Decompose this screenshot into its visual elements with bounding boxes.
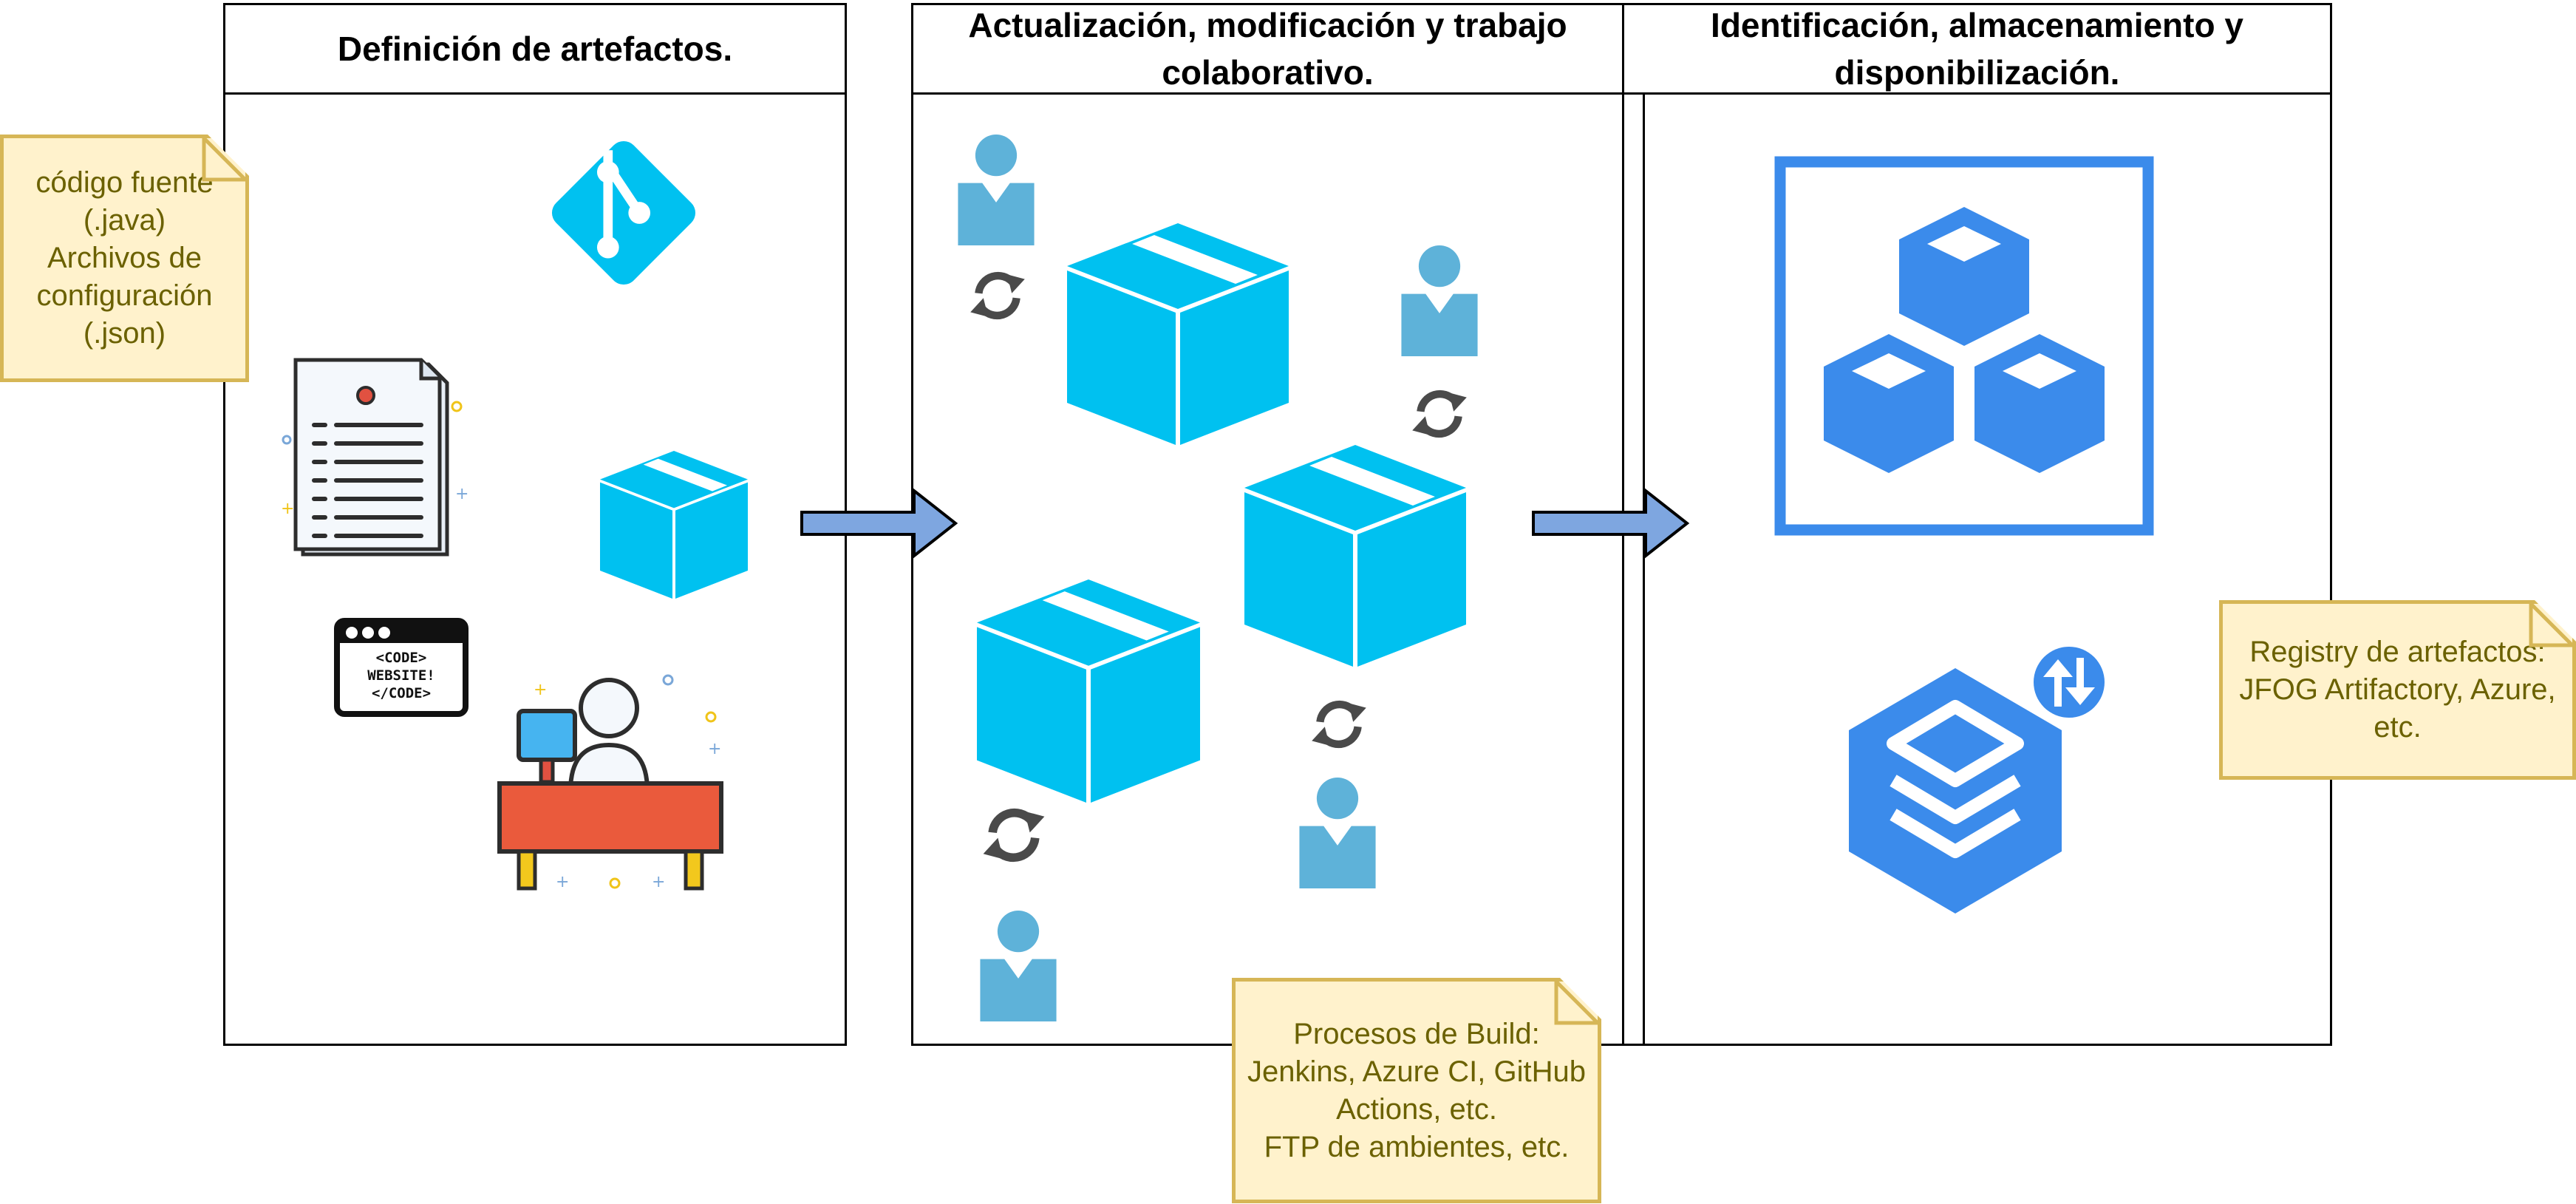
- note-build-line-2: Jenkins, Azure CI, GitHub: [1247, 1055, 1586, 1088]
- flow-arrow-1: [800, 487, 958, 560]
- code-line-3: </CODE>: [371, 685, 432, 701]
- note-source-line-1: código fuente: [35, 166, 214, 199]
- note-build-processes: Procesos de Build: Jenkins, Azure CI, Gi…: [1232, 978, 1601, 1203]
- code-window-titlebar: [340, 624, 463, 643]
- refresh-icon-3: [1309, 695, 1369, 754]
- package-box-icon-collab-left: [977, 579, 1200, 803]
- panel-collaboration-header: Actualización, modificación y trabajo co…: [913, 5, 1622, 95]
- package-box-icon-collab-right: [1244, 445, 1466, 667]
- artifact-registry-icon: [1774, 156, 2154, 536]
- note-build-line-4: FTP de ambientes, etc.: [1264, 1130, 1570, 1163]
- refresh-icon-1: [968, 266, 1027, 325]
- note-source-line-3: Archivos de: [47, 242, 202, 274]
- developer-desk-icon: + + + +: [497, 674, 723, 891]
- note-build-line-1: Procesos de Build:: [1293, 1017, 1540, 1050]
- code-line-2: WEBSITE!: [367, 667, 435, 684]
- package-box-icon: [600, 451, 748, 599]
- svg-text:+: +: [455, 485, 468, 503]
- note-source-line-5: (.json): [83, 317, 166, 350]
- refresh-icon-2: [1410, 384, 1469, 443]
- note-source-code: código fuente (.java) Archivos de config…: [0, 135, 249, 382]
- user-icon-3: [1299, 778, 1376, 888]
- user-icon-4: [980, 911, 1057, 1021]
- layers-sync-icon: [1849, 647, 2105, 914]
- document-icon: + +: [281, 358, 468, 557]
- note-build-line-3: Actions, etc.: [1336, 1092, 1497, 1126]
- panel-definition-header: Definición de artefactos.: [225, 5, 845, 95]
- note-source-line-4: configuración: [36, 279, 213, 312]
- panel-registry-title: Identificación, almacenamiento y disponi…: [1711, 6, 2243, 92]
- note-source-line-2: (.java): [83, 204, 166, 237]
- svg-text:+: +: [652, 873, 665, 891]
- panel-registry-inner-divider: [1643, 92, 1645, 1044]
- code-window-text: <CODE> WEBSITE! </CODE>: [340, 649, 463, 702]
- svg-text:+: +: [281, 500, 294, 518]
- note-registry-line-2: JFOG Artifactory, Azure,: [2239, 673, 2556, 706]
- svg-text:+: +: [708, 740, 721, 758]
- svg-text:+: +: [556, 873, 569, 891]
- panel-collaboration-title: Actualización, modificación y trabajo co…: [968, 6, 1567, 92]
- flow-arrow-2: [1532, 487, 1690, 560]
- note-artifact-registry: Registry de artefactos: JFOG Artifactory…: [2219, 600, 2576, 780]
- code-window-icon: <CODE> WEBSITE! </CODE>: [334, 618, 468, 717]
- svg-text:+: +: [534, 681, 547, 699]
- panel-registry-header: Identificación, almacenamiento y disponi…: [1624, 5, 2330, 95]
- panel-definition-title: Definición de artefactos.: [337, 30, 733, 68]
- user-icon-1: [958, 135, 1035, 245]
- code-line-1: <CODE>: [375, 650, 427, 666]
- refresh-icon-4: [977, 802, 1051, 868]
- note-registry-line-3: etc.: [2374, 711, 2422, 744]
- git-icon: [551, 140, 696, 285]
- package-box-icon-collab-top: [1067, 223, 1289, 445]
- user-icon-2: [1401, 245, 1478, 356]
- note-registry-line-1: Registry de artefactos:: [2249, 636, 2546, 668]
